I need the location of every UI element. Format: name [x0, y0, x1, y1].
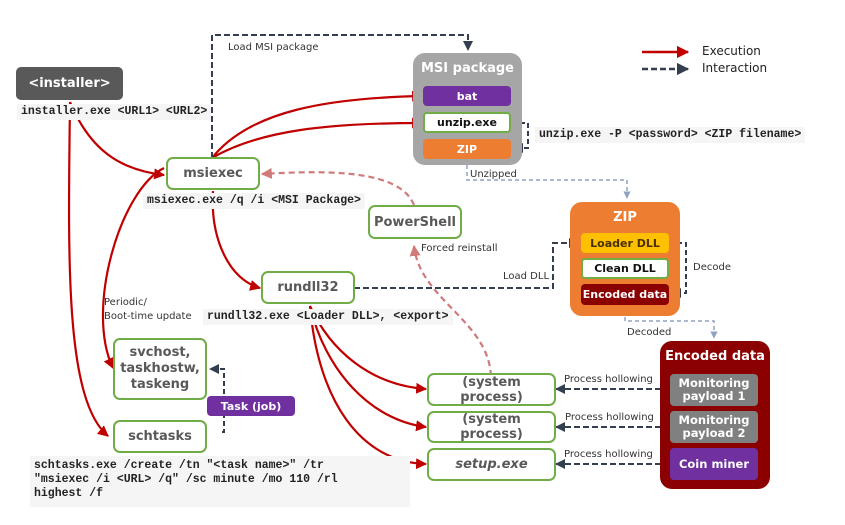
task-job-badge[interactable]: Task (job) [207, 396, 295, 416]
unzip-exe-item[interactable]: unzip.exe [423, 112, 511, 133]
bat-item[interactable]: bat [423, 86, 511, 106]
hollowing-label-2: Process hollowing [565, 412, 654, 423]
edge-installer-schtasks [67, 101, 109, 437]
msi-package-group: MSI package bat unzip.exe ZIP [413, 53, 522, 165]
msi-package-title: MSI package [421, 61, 514, 76]
rundll32-label: rundll32 [277, 280, 339, 295]
edge-msiexec-bat [211, 90, 424, 159]
rundll32-command: rundll32.exe <Loader DLL>, <export> [203, 309, 453, 325]
unzip-command: unzip.exe -P <password> <ZIP filename> [535, 127, 806, 143]
edge-rundll32-setup [308, 305, 428, 470]
rundll32-node[interactable]: rundll32 [261, 271, 355, 304]
monitoring-payload-1-label: Monitoring payload 1 [678, 376, 750, 403]
system-process-2-node[interactable]: (system process) [427, 411, 556, 443]
coin-miner-label: Coin miner [678, 456, 750, 471]
msiexec-label: msiexec [183, 166, 243, 181]
monitoring-payload-2-label: Monitoring payload 2 [678, 413, 750, 440]
installer-node[interactable]: <installer> [16, 67, 123, 100]
schtasks-node[interactable]: schtasks [113, 420, 207, 453]
coin-miner[interactable]: Coin miner [670, 448, 758, 480]
system-process-2-label: (system process) [460, 412, 523, 442]
zip-title: ZIP [613, 210, 637, 225]
forced-reinstall-label: Forced reinstall [421, 243, 498, 254]
legend-interaction-label: Interaction [702, 61, 768, 75]
encoded-data-group: Encoded data Monitoring payload 1 Monito… [660, 341, 770, 489]
svchost-label: svchost, taskhostw, taskeng [120, 345, 200, 392]
encoded-data-item[interactable]: Encoded data [581, 284, 669, 305]
monitoring-payload-2[interactable]: Monitoring payload 2 [670, 411, 758, 443]
edge-rundll32-sys2 [308, 305, 428, 432]
decode-label: Decode [693, 262, 731, 273]
hollowing-label-1: Process hollowing [564, 374, 653, 385]
edge-rundll32-loader [336, 238, 579, 289]
msiexec-command: msiexec.exe /q /i <MSI Package> [143, 193, 365, 209]
setup-exe-node[interactable]: setup.exe [427, 448, 556, 481]
unzipped-label: Unzipped [470, 169, 517, 180]
schtasks-command: schtasks.exe /create /tn "<task name>" /… [30, 456, 410, 507]
legend-execution-label: Execution [702, 44, 761, 58]
load-msi-label: Load MSI package [228, 42, 319, 53]
edge-msiexec-unzip [211, 117, 424, 159]
msiexec-node[interactable]: msiexec [166, 157, 260, 190]
installer-label: <installer> [28, 76, 111, 91]
svchost-node[interactable]: svchost, taskhostw, taskeng [113, 338, 207, 400]
system-process-1-node[interactable]: (system process) [427, 373, 556, 406]
monitoring-payload-1[interactable]: Monitoring payload 1 [670, 374, 758, 406]
decoded-label: Decoded [627, 327, 672, 338]
msi-zip-item[interactable]: ZIP [423, 139, 511, 159]
encoded-data-title: Encoded data [665, 349, 765, 364]
zip-group: ZIP Loader DLL Clean DLL Encoded data [570, 202, 680, 316]
schtasks-label: schtasks [128, 429, 192, 444]
powershell-node[interactable]: PowerShell [368, 205, 462, 239]
system-process-1-label: (system process) [460, 374, 523, 405]
setup-exe-label: setup.exe [455, 457, 528, 472]
edge-sys1-powershell [409, 244, 493, 377]
load-dll-label: Load DLL [503, 271, 550, 282]
edge-powershell-msiexec [260, 167, 416, 206]
edge-unzipped [466, 158, 631, 199]
installer-command: installer.exe <URL1> <URL2> [17, 104, 212, 120]
loader-dll-item[interactable]: Loader DLL [581, 233, 669, 253]
hollowing-label-3: Process hollowing [564, 449, 653, 460]
clean-dll-item[interactable]: Clean DLL [581, 258, 669, 279]
edge-msiexec-svchost [101, 167, 165, 369]
powershell-label: PowerShell [373, 214, 457, 230]
periodic-update-label: Periodic/ Boot-time update [104, 297, 192, 322]
